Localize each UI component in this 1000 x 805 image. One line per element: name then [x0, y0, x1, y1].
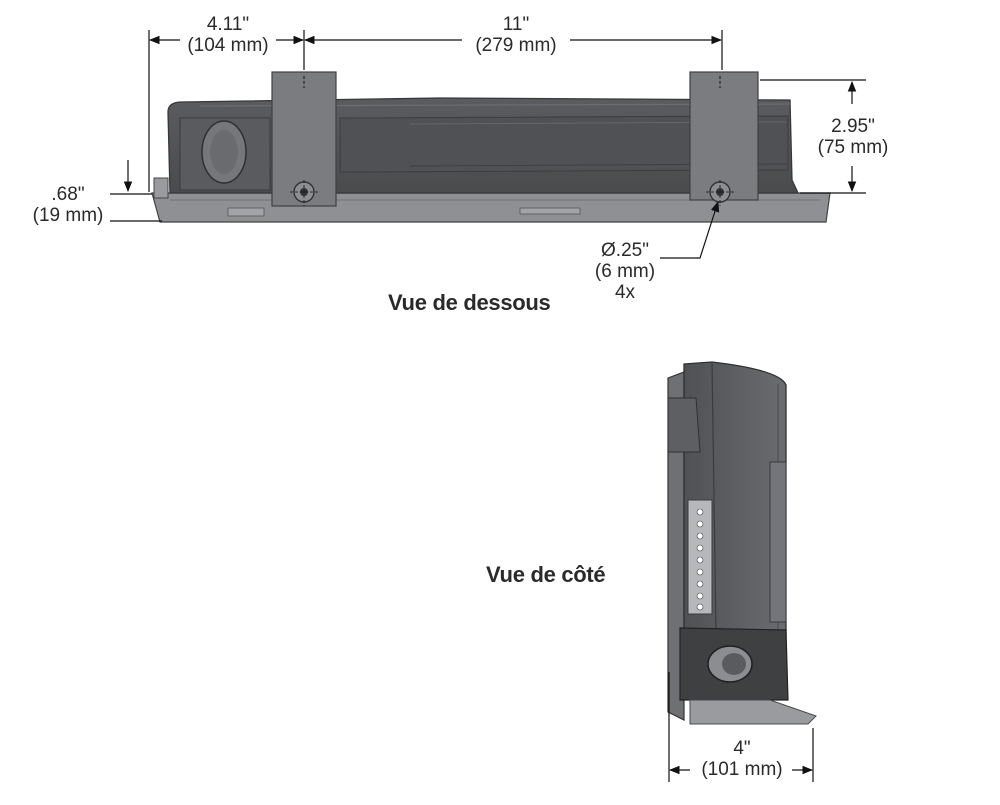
dim-width-left-inch: 4.11"	[206, 14, 250, 35]
dim-offset-mm: (19 mm)	[32, 205, 104, 226]
dim-depth-inch: 4"	[733, 738, 751, 759]
bottom-view-title: Vue de dessous	[388, 290, 551, 315]
dim-depth-mm: (101 mm)	[701, 759, 783, 780]
dim-width-left-mm: (104 mm)	[187, 35, 269, 56]
dim-offset-inch: .68"	[51, 184, 85, 205]
side-view-drawing	[667, 361, 817, 725]
hole-label: Ø.25" (6 mm) 4x	[580, 240, 670, 303]
bottom-view-dimensions	[110, 30, 866, 259]
side-view-dimensions	[668, 672, 814, 782]
dim-depth-label: 4" (101 mm)	[694, 738, 790, 780]
dim-width-left-label: 4.11" (104 mm)	[180, 14, 276, 56]
dim-width-main-label: 11" (279 mm)	[462, 14, 570, 56]
dim-width-main-inch: 11"	[502, 14, 530, 35]
dim-width-main-mm: (279 mm)	[475, 35, 557, 56]
dim-offset-label: .68" (19 mm)	[22, 184, 114, 226]
dim-height-label: 2.95" (75 mm)	[806, 116, 900, 158]
hole-diameter: Ø.25"	[601, 240, 649, 261]
dim-height-inch: 2.95"	[831, 116, 875, 137]
dim-height-mm: (75 mm)	[817, 137, 889, 158]
hole-count: 4x	[614, 282, 636, 303]
bottom-view-drawing	[151, 71, 831, 223]
hole-mm: (6 mm)	[594, 261, 656, 282]
mounting-hole-right	[706, 180, 734, 206]
mounting-hole-left	[290, 180, 318, 206]
side-view-title: Vue de côté	[486, 562, 606, 587]
